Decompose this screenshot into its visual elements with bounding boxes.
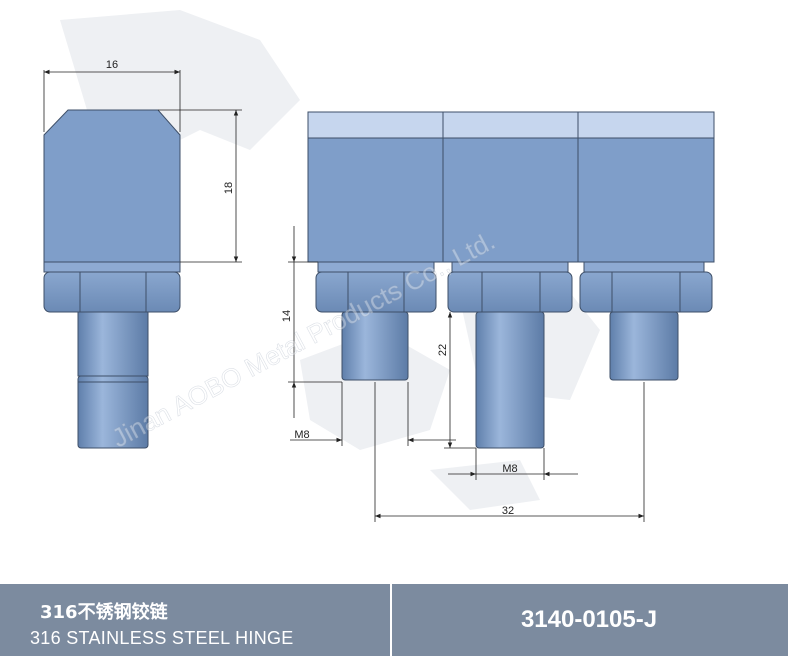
technical-drawing: 16 18 [43, 10, 715, 522]
side-view-nut [43, 271, 181, 313]
side-view-washer [43, 261, 181, 273]
dimension-thread-left [290, 382, 456, 446]
dimension-height-18 [158, 109, 242, 263]
dim-label-14: 14 [281, 310, 293, 322]
dim-label-m8-left: M8 [294, 429, 309, 441]
product-code: 3140-0105-J [520, 606, 658, 633]
dim-label-m8-right: M8 [502, 463, 517, 475]
dim-label-18: 18 [223, 182, 235, 194]
title-english: 316 STAINLESS STEEL HINGE [30, 628, 294, 648]
dimension-width-16 [43, 69, 181, 132]
front-middle-bolt [475, 311, 545, 449]
dimension-height-22 [444, 312, 476, 449]
side-view-shank [77, 311, 149, 377]
dimension-spacing-32 [374, 382, 645, 522]
front-left-nut [315, 261, 437, 313]
dimension-height-14 [288, 226, 342, 418]
front-middle-nut [447, 261, 573, 313]
front-right-nut [579, 261, 713, 313]
front-view-top-band [307, 111, 715, 139]
side-view-thread [77, 375, 149, 449]
dim-label-32: 32 [502, 505, 514, 517]
dim-label-16: 16 [106, 59, 118, 71]
dimension-thread-right [448, 448, 578, 480]
title-chinese: 316不锈钢铰链 [40, 602, 168, 623]
dim-label-22: 22 [437, 344, 449, 356]
front-view-body [307, 137, 715, 263]
front-right-bolt [609, 311, 679, 381]
footer-bar: 316不锈钢铰链 316 STAINLESS STEEL HINGE 3140-… [0, 584, 788, 656]
side-view-hinge [43, 109, 181, 449]
front-view-hinge [307, 111, 715, 449]
front-left-bolt [341, 311, 409, 381]
footer-divider [390, 584, 392, 656]
side-view-body [43, 109, 181, 263]
